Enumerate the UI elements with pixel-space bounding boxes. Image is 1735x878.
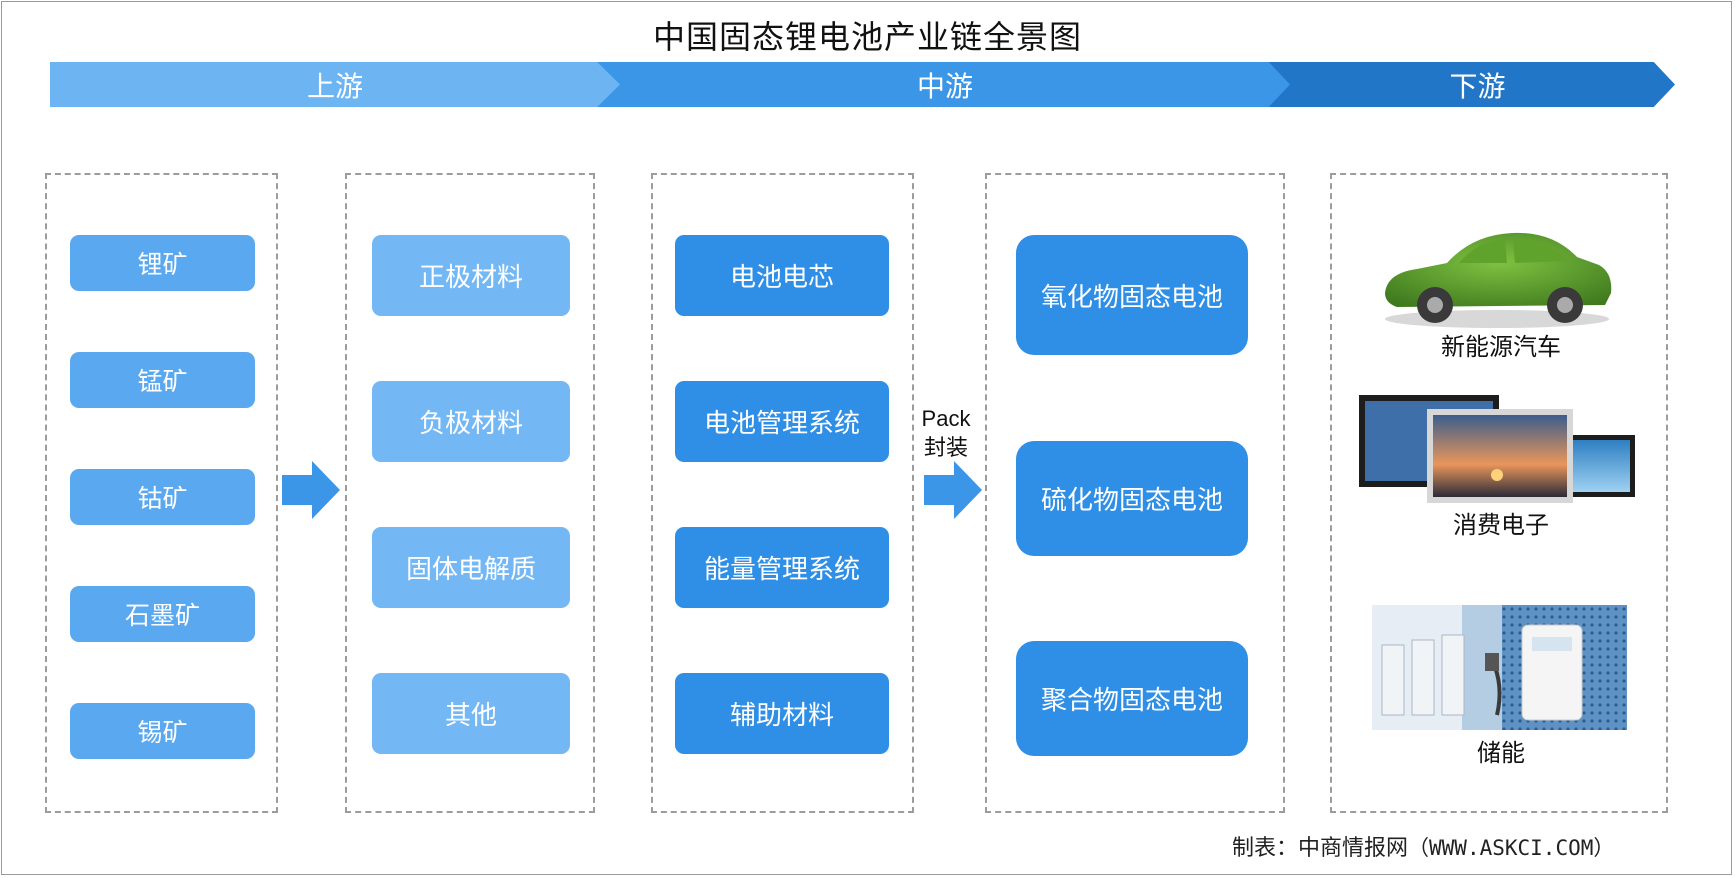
battery-type-box: 聚合物固态电池: [1016, 641, 1248, 756]
material-box: 正极材料: [372, 235, 570, 316]
column-battery-types: 氧化物固态电池 硫化物固态电池 聚合物固态电池: [985, 173, 1285, 813]
column-applications: 新能源汽车 消费电子: [1330, 173, 1668, 813]
mineral-box: 锰矿: [70, 352, 255, 408]
column-minerals: 锂矿 锰矿 钴矿 石墨矿 锡矿: [45, 173, 278, 813]
material-box: 固体电解质: [372, 527, 570, 608]
material-box: 负极材料: [372, 381, 570, 462]
component-box: 辅助材料: [675, 673, 889, 754]
electric-car-icon: [1385, 232, 1612, 328]
flow-arrow-icon: [924, 461, 982, 519]
stage-label-midstream: 中游: [916, 69, 973, 103]
battery-type-box: 氧化物固态电池: [1016, 235, 1248, 355]
material-box: 其他: [372, 673, 570, 754]
stage-label-upstream: 上游: [306, 69, 363, 103]
application-label: 消费电子: [1453, 511, 1549, 539]
energy-storage-icon: [1372, 605, 1627, 730]
component-box: 能量管理系统: [675, 527, 889, 608]
stage-band-midstream: 中游: [580, 62, 1290, 107]
application-label: 储能: [1477, 739, 1525, 767]
stage-label-downstream: 下游: [1449, 69, 1506, 103]
battery-type-box: 硫化物固态电池: [1016, 441, 1248, 556]
column-components: 电池电芯 电池管理系统 能量管理系统 辅助材料: [651, 173, 914, 813]
source-note: 制表：中商情报网（WWW.ASKCI.COM）: [1232, 830, 1614, 862]
consumer-electronics-icon: [1359, 395, 1635, 503]
source-url: （WWW.ASKCI.COM）: [1408, 836, 1615, 860]
component-box: 电池管理系统: [675, 381, 889, 462]
stage-band-upstream: 上游: [50, 62, 620, 107]
mineral-box: 锂矿: [70, 235, 255, 291]
stage-band-downstream: 下游: [1250, 62, 1675, 107]
pack-caption: 封装: [923, 436, 968, 461]
application-label: 新能源汽车: [1441, 333, 1561, 361]
mineral-box: 石墨矿: [70, 586, 255, 642]
column-materials: 正极材料 负极材料 固体电解质 其他: [345, 173, 595, 813]
component-box: 电池电芯: [675, 235, 889, 316]
pack-label: Pack 封装: [916, 404, 976, 464]
flow-arrow-icon: [282, 461, 340, 519]
mineral-box: 锡矿: [70, 703, 255, 759]
mineral-box: 钴矿: [70, 469, 255, 525]
pack-word: Pack: [921, 406, 971, 431]
source-prefix: 制表：中商情报网: [1232, 836, 1409, 861]
diagram-title: 中国固态锂电池产业链全景图: [652, 18, 1082, 56]
